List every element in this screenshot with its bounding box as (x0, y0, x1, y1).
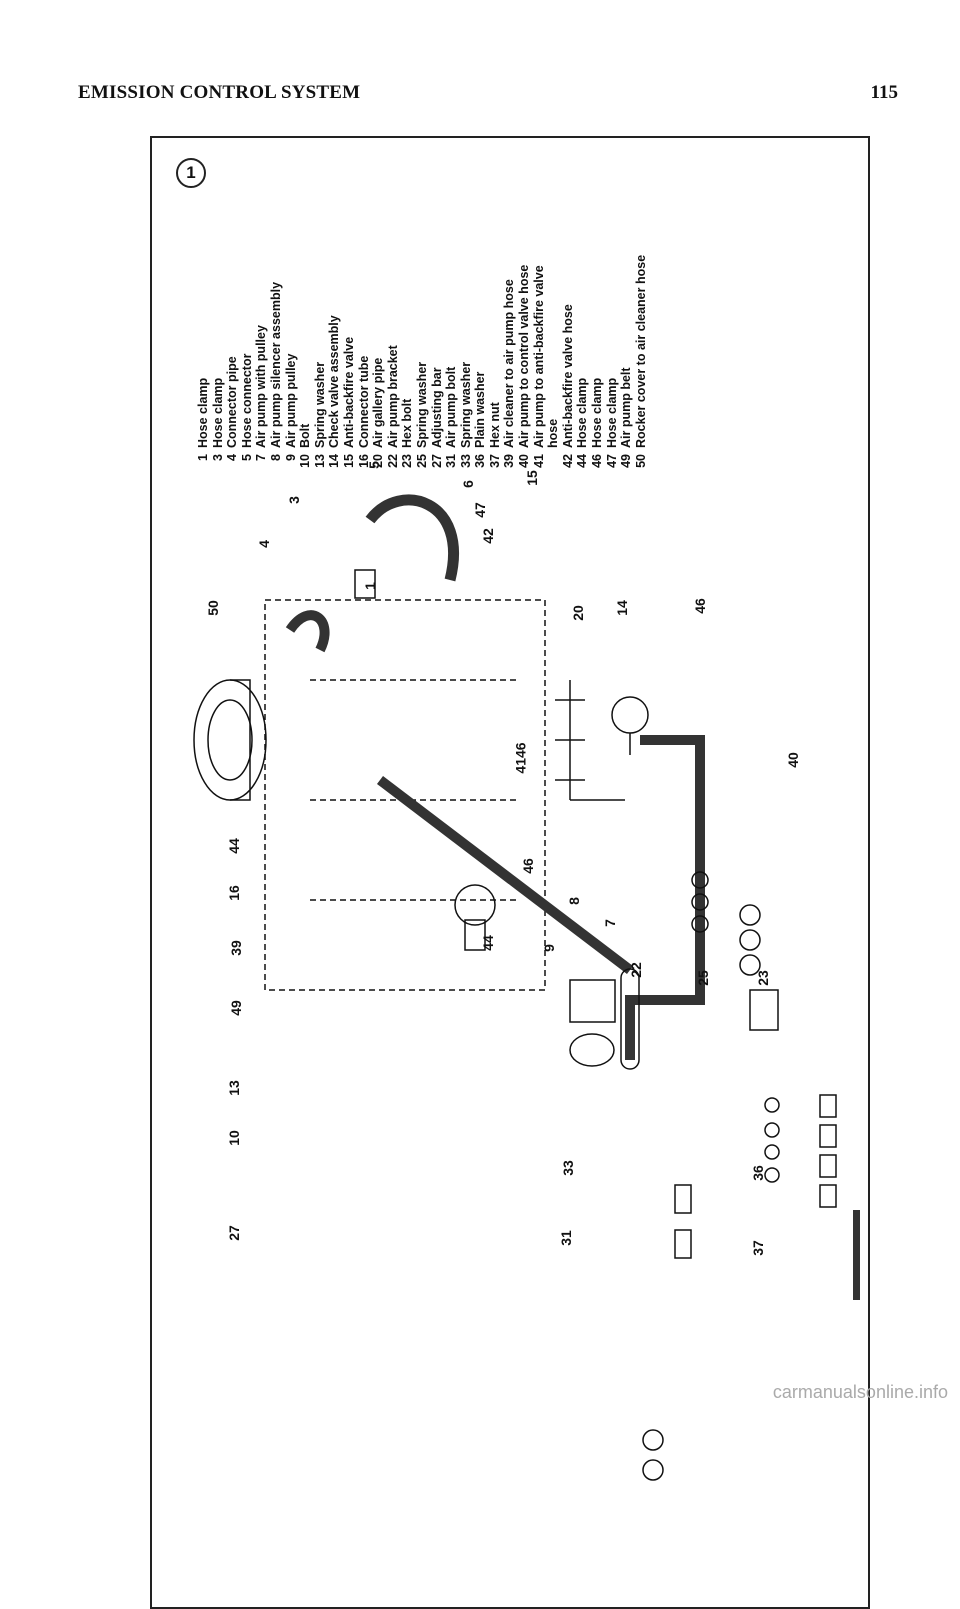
air-gallery-pipe-20 (555, 680, 625, 801)
washers-25 (691, 871, 709, 933)
bolts-10 (819, 1094, 837, 1208)
check-valve-14 (611, 696, 649, 734)
page-number: 115 (870, 82, 898, 103)
anti-backfire-valve-15 (454, 884, 496, 951)
washers-13 (764, 1097, 780, 1183)
hose-5 (365, 494, 460, 582)
connector-pipe-4 (354, 569, 376, 599)
air-pump-7 (569, 979, 616, 1067)
washer-36 (642, 1429, 664, 1451)
watermark: carmanualsonline.info (772, 1382, 948, 1402)
emission-control-diagram (193, 494, 860, 1481)
engine-block-outline (264, 599, 546, 991)
bolt-31 (674, 1184, 692, 1214)
hose-39 (376, 776, 634, 974)
figure-number: 1 (176, 158, 206, 188)
hex-bolts-23 (739, 904, 761, 976)
hose-40 (625, 735, 705, 1060)
bracket-22 (749, 989, 779, 1031)
section-title: EMISSION CONTROL SYSTEM (78, 82, 361, 103)
air-cleaner (193, 679, 267, 801)
nut-37 (642, 1459, 664, 1481)
belt-49 (620, 968, 640, 1070)
hose-50 (285, 610, 330, 653)
page-header: EMISSION CONTROL SYSTEM 115 (78, 82, 898, 112)
